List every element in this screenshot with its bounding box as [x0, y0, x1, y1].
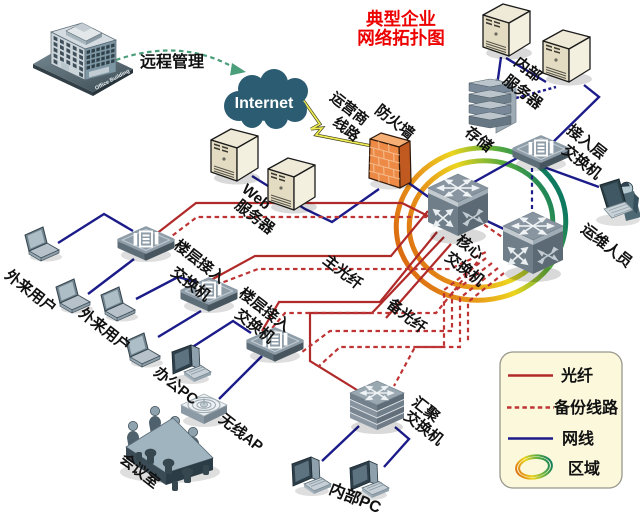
- svg-text:无线AP: 无线AP: [215, 409, 267, 455]
- svg-text:网线: 网线: [562, 429, 594, 448]
- svg-text:网络拓扑图: 网络拓扑图: [357, 28, 445, 48]
- svg-text:运维人员: 运维人员: [578, 220, 636, 271]
- svg-text:区域: 区域: [568, 459, 600, 478]
- svg-text:光纤: 光纤: [560, 366, 593, 385]
- svg-text:远程管理: 远程管理: [140, 52, 204, 71]
- svg-text:主光纤: 主光纤: [320, 251, 367, 293]
- svg-text:Internet: Internet: [235, 95, 294, 112]
- svg-text:备份线路: 备份线路: [553, 398, 619, 417]
- svg-text:外来用户: 外来用户: [1, 265, 60, 317]
- svg-text:备光纤: 备光纤: [383, 294, 430, 337]
- svg-text:典型企业: 典型企业: [366, 9, 436, 29]
